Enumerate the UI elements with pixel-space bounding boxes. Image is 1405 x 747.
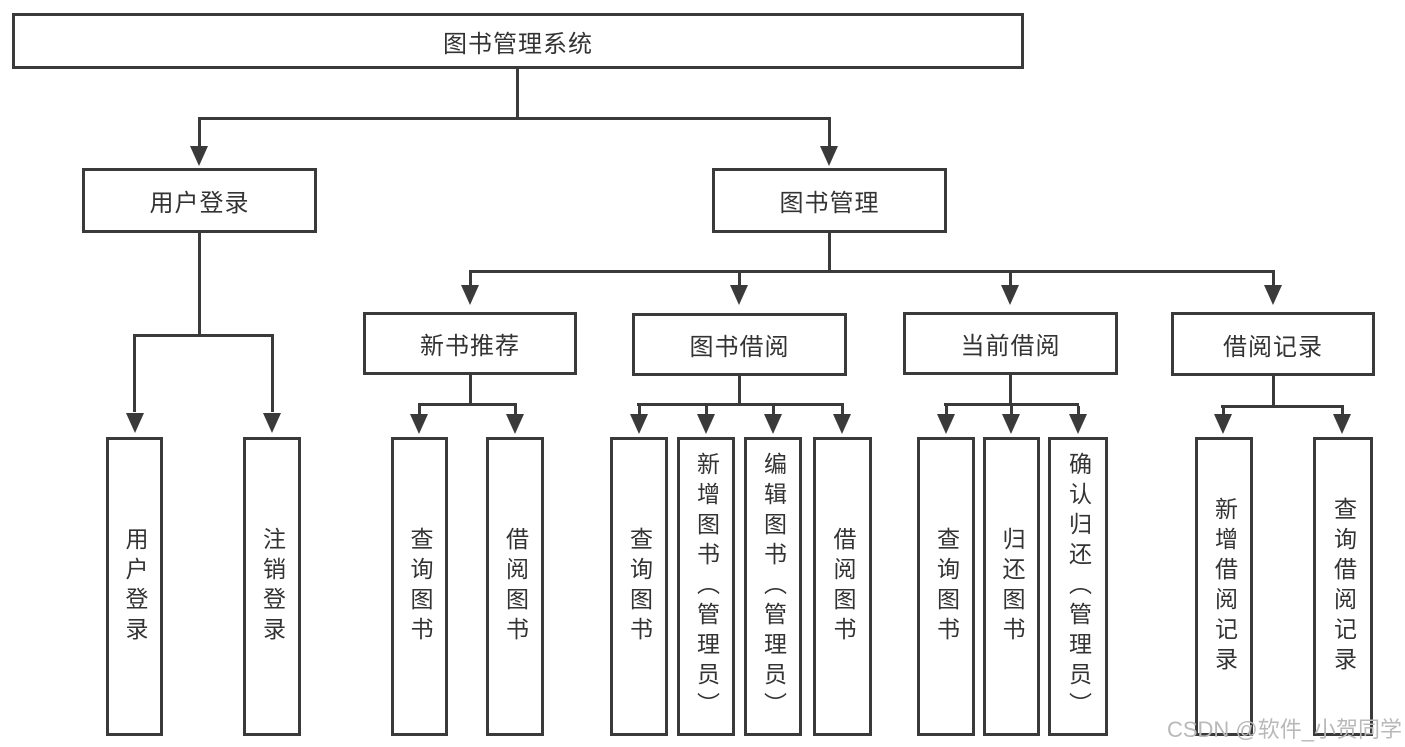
leaf-borrow-edit-label: 编辑图书（管理员） bbox=[760, 451, 787, 722]
connector-book-borrow-stem bbox=[738, 376, 741, 404]
arrowhead-cb-query bbox=[937, 414, 955, 434]
connector-user-login-stem bbox=[198, 233, 201, 336]
arrowhead-leaf-login bbox=[126, 413, 144, 433]
node-user-login-label: 用户登录 bbox=[149, 190, 250, 217]
node-borrow-record: 借阅记录 bbox=[1171, 312, 1375, 376]
arrowhead-nb-borrow bbox=[506, 414, 524, 434]
connector-user-login-drop bbox=[198, 117, 201, 146]
leaf-borrow-borrow: 借阅图书 bbox=[813, 437, 872, 736]
leaf-borrow-edit: 编辑图书（管理员） bbox=[744, 437, 802, 736]
arrowhead-bb-edit bbox=[764, 414, 782, 434]
connector-book-borrow-rail bbox=[637, 403, 844, 406]
leaf-newbook-query: 查询图书 bbox=[391, 437, 448, 736]
connector-nb-query-drop bbox=[418, 406, 421, 414]
connector-new-book-drop bbox=[469, 273, 472, 285]
leaf-newbook-borrow-label: 借阅图书 bbox=[502, 526, 529, 647]
node-user-login: 用户登录 bbox=[82, 168, 317, 233]
node-current-borrow: 当前借阅 bbox=[903, 312, 1118, 375]
connector-bb-add-drop bbox=[705, 406, 708, 414]
connector-current-borrow-rail bbox=[944, 403, 1079, 406]
connector-leaf-login-drop bbox=[133, 334, 136, 412]
connector-cb-return-drop bbox=[1010, 406, 1013, 414]
connector-user-login-rail bbox=[133, 334, 274, 337]
connector-nb-borrow-drop bbox=[514, 406, 517, 414]
node-book-borrow-label: 图书借阅 bbox=[689, 334, 790, 361]
connector-borrow-record-stem bbox=[1272, 376, 1275, 406]
leaf-newbook-query-label: 查询图书 bbox=[407, 526, 433, 647]
arrowhead-borrow-record bbox=[1264, 285, 1282, 305]
leaf-borrow-borrow-label: 借阅图书 bbox=[830, 526, 856, 647]
leaf-borrow-query: 查询图书 bbox=[610, 437, 668, 736]
leaf-current-return: 归还图书 bbox=[983, 437, 1040, 736]
connector-borrow-record-rail bbox=[1221, 405, 1344, 408]
node-book-mgmt-label: 图书管理 bbox=[779, 190, 880, 217]
connector-level3-rail bbox=[469, 270, 1275, 273]
connector-bb-borrow-drop bbox=[841, 406, 844, 414]
node-new-book-label: 新书推荐 bbox=[420, 333, 520, 360]
leaf-record-add: 新增借阅记录 bbox=[1195, 437, 1253, 736]
leaf-logout-label: 注销登录 bbox=[259, 526, 286, 647]
node-root: 图书管理系统 bbox=[12, 13, 1024, 69]
connector-new-book-stem bbox=[469, 375, 472, 404]
node-borrow-record-label: 借阅记录 bbox=[1223, 333, 1323, 361]
arrowhead-cb-confirm bbox=[1069, 414, 1087, 434]
arrowhead-nb-query bbox=[410, 414, 428, 434]
connector-bb-query-drop bbox=[638, 406, 641, 414]
connector-current-borrow-stem bbox=[1009, 375, 1012, 404]
node-book-mgmt: 图书管理 bbox=[712, 168, 947, 233]
arrowhead-bb-add bbox=[697, 414, 715, 434]
node-root-label: 图书管理系统 bbox=[443, 30, 593, 58]
arrowhead-book-mgmt bbox=[820, 146, 838, 166]
connector-borrow-record-drop bbox=[1272, 273, 1275, 285]
arrowhead-user-login bbox=[190, 146, 208, 166]
leaf-current-confirm-label: 确认归还（管理员） bbox=[1065, 451, 1092, 722]
leaf-borrow-add-label: 新增图书（管理员） bbox=[693, 451, 720, 722]
leaf-record-query: 查询借阅记录 bbox=[1313, 437, 1373, 736]
connector-level2-rail bbox=[198, 117, 830, 120]
leaf-user-login-label: 用户登录 bbox=[122, 526, 148, 647]
leaf-borrow-query-label: 查询图书 bbox=[626, 526, 653, 647]
node-current-borrow-label: 当前借阅 bbox=[960, 333, 1061, 360]
connector-new-book-rail bbox=[418, 403, 517, 406]
node-book-borrow: 图书借阅 bbox=[632, 313, 847, 376]
leaf-newbook-borrow: 借阅图书 bbox=[486, 437, 544, 736]
arrowhead-bb-query bbox=[630, 414, 648, 434]
connector-book-mgmt-stem bbox=[828, 233, 831, 271]
connector-leaf-logout-drop bbox=[271, 334, 274, 412]
connector-book-mgmt-drop bbox=[828, 117, 831, 146]
connector-book-borrow-drop bbox=[738, 273, 741, 285]
leaf-current-query: 查询图书 bbox=[917, 437, 975, 736]
connector-current-borrow-drop bbox=[1009, 273, 1012, 285]
node-new-book: 新书推荐 bbox=[363, 312, 577, 375]
watermark: CSDN @软件_小贺同学 bbox=[1166, 717, 1402, 742]
arrowhead-br-query bbox=[1333, 414, 1351, 434]
leaf-record-add-label: 新增借阅记录 bbox=[1211, 496, 1238, 677]
arrowhead-cb-return bbox=[1002, 414, 1020, 434]
leaf-borrow-add: 新增图书（管理员） bbox=[677, 437, 735, 736]
leaf-current-return-label: 归还图书 bbox=[999, 526, 1025, 647]
leaf-record-query-label: 查询借阅记录 bbox=[1330, 496, 1357, 677]
arrowhead-br-add bbox=[1214, 414, 1232, 434]
arrowhead-book-borrow bbox=[730, 285, 748, 305]
arrowhead-leaf-logout bbox=[263, 413, 281, 433]
connector-bb-edit-drop bbox=[772, 406, 775, 414]
connector-br-add-drop bbox=[1222, 408, 1225, 415]
connector-cb-confirm-drop bbox=[1077, 406, 1080, 414]
leaf-current-query-label: 查询图书 bbox=[933, 526, 960, 647]
connector-cb-query-drop bbox=[945, 406, 948, 414]
leaf-current-confirm: 确认归还（管理员） bbox=[1048, 437, 1108, 736]
arrowhead-bb-borrow bbox=[833, 414, 851, 434]
connector-root-stem bbox=[516, 69, 519, 117]
arrowhead-new-book bbox=[461, 285, 479, 305]
connector-br-query-drop bbox=[1341, 408, 1344, 415]
leaf-user-login: 用户登录 bbox=[106, 437, 163, 736]
arrowhead-current-borrow bbox=[1001, 285, 1019, 305]
leaf-logout: 注销登录 bbox=[243, 437, 301, 736]
